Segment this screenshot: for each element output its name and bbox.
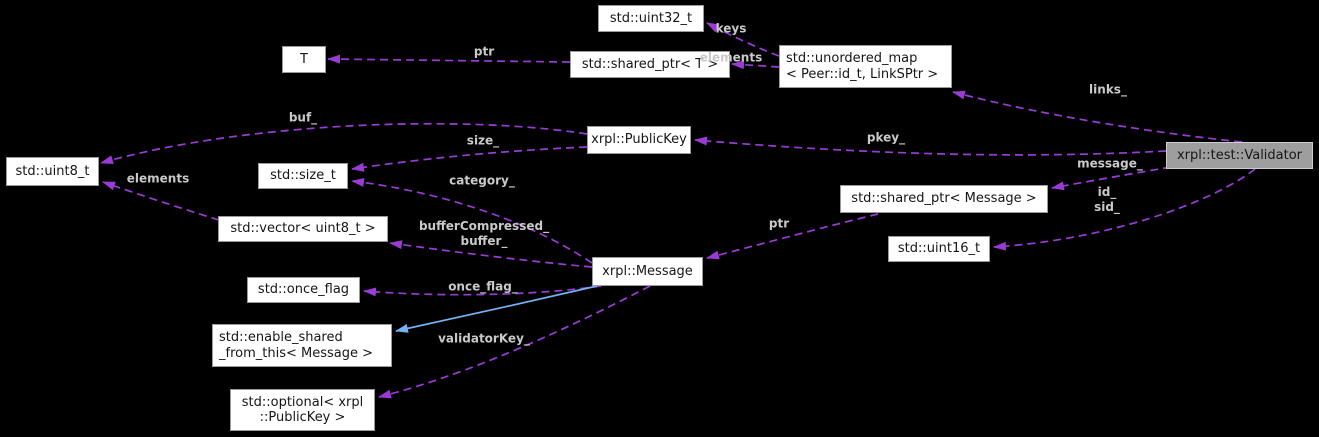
edge-label-vkey: validatorKey_ [438, 331, 530, 346]
edge-label-cat: category_ [449, 173, 515, 188]
edge-label-links: links_ [1089, 82, 1127, 97]
node-vector[interactable]: std::vector< uint8_t > [218, 216, 388, 242]
node-sptrmsg[interactable]: std::shared_ptr< Message > [840, 185, 1048, 213]
edge-ptr1 [327, 54, 571, 64]
node-T[interactable]: T [282, 46, 326, 73]
edge-links [952, 90, 1243, 143]
edge-label-once: once_flag_ [448, 279, 518, 294]
edge-pkey [694, 136, 1167, 156]
node-enshared[interactable]: std::enable_shared _from_this< Message > [212, 324, 392, 367]
edge-label-size: size_ [466, 133, 500, 148]
edge-el1 [731, 60, 780, 70]
node-pubkey[interactable]: xrpl::PublicKey [587, 126, 691, 154]
edge-label-bufs: bufferCompressed_ buffer_ [418, 219, 550, 248]
edge-label-idsid: id_ sid_ [1094, 185, 1120, 214]
node-uint32[interactable]: std::uint32_t [598, 5, 704, 32]
edge-label-ptr1: ptr [473, 44, 495, 59]
edge-el2 [102, 181, 220, 221]
node-message[interactable]: xrpl::Message [592, 257, 703, 286]
node-sizet[interactable]: std::size_t [258, 163, 348, 189]
edge-label-ptr2: ptr [768, 216, 790, 231]
edge-msg [1051, 166, 1172, 191]
edge-label-el1: elements [699, 50, 763, 65]
node-umap[interactable]: std::unordered_map < Peer::id_t, LinkSPt… [779, 45, 952, 88]
edge-vkey [378, 285, 651, 399]
edge-buf [100, 122, 588, 165]
edge-label-keys: keys [715, 21, 747, 36]
node-sharedT[interactable]: std::shared_ptr< T > [570, 51, 730, 78]
node-uint8[interactable]: std::uint8_t [6, 157, 99, 186]
edge-once [363, 285, 602, 297]
edge-cat [351, 177, 593, 264]
node-optional[interactable]: std::optional< xrpl ::PublicKey > [230, 389, 375, 431]
node-uint16[interactable]: std::uint16_t [888, 236, 990, 262]
edge-label-msg: message_ [1077, 156, 1143, 171]
node-onceflag[interactable]: std::once_flag [247, 277, 360, 303]
edge-inh [395, 285, 598, 333]
edge-size [351, 146, 588, 172]
edge-ptr2 [706, 213, 879, 260]
edge-keys [706, 22, 780, 57]
edge-idsid [993, 168, 1256, 251]
edge-label-pkey: pkey_ [866, 130, 906, 145]
edge-label-buf: buf_ [288, 110, 318, 125]
edge-label-el2: elements [126, 171, 190, 186]
node-validator: xrpl::test::Validator [1166, 142, 1313, 169]
